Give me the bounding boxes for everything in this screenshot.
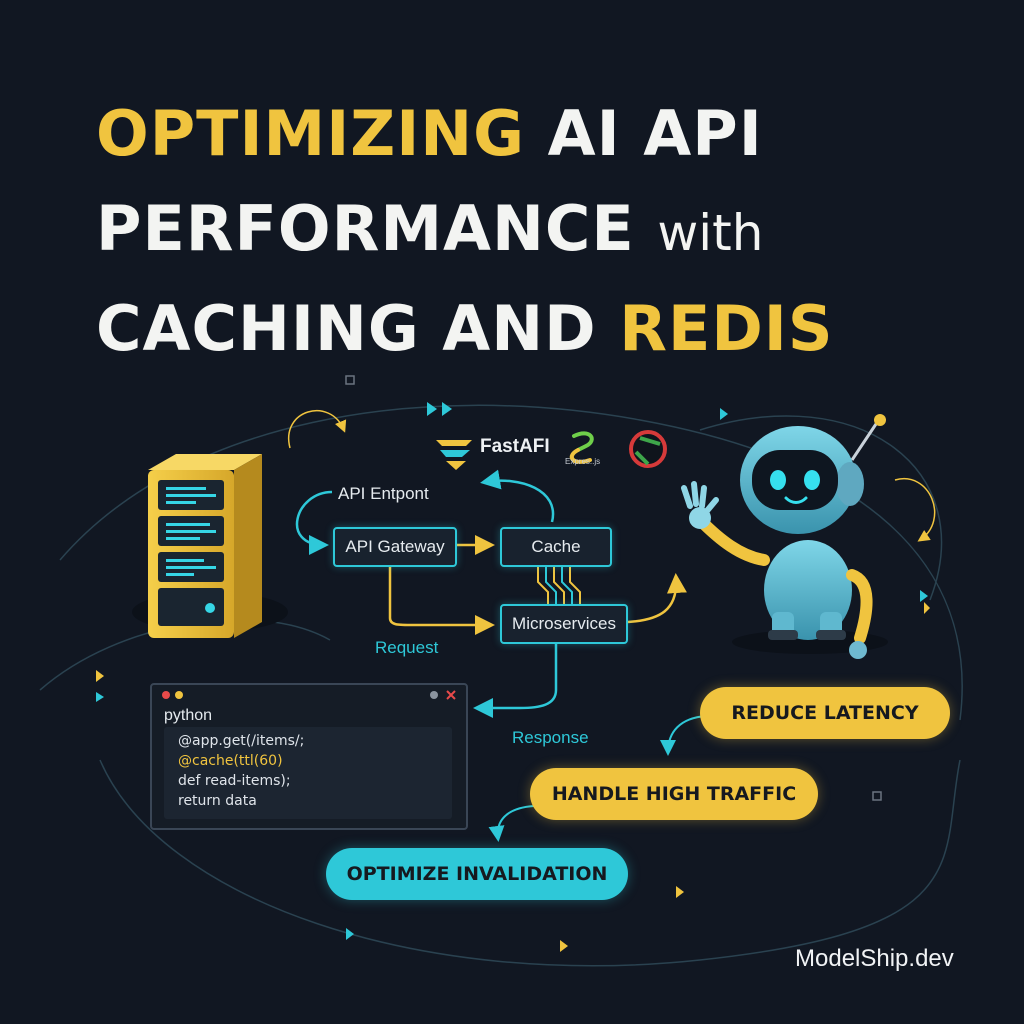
express-brand-label: Expres..js [565,457,601,466]
api-gateway-node: API Gateway [333,527,457,567]
redis-logo-icon [629,430,667,468]
api-endpoint-label: API Entpont [338,484,429,503]
title-text: PERFORMANCE [96,192,635,265]
robot-icon [681,414,888,659]
response-label: Response [512,728,589,747]
code-language-label: python [164,707,213,724]
reduce-latency-pill: REDUCE LATENCY [700,687,950,739]
request-label: Request [375,638,439,657]
code-line: return data [178,793,257,809]
pill-arrows [488,715,707,842]
window-dot-red [162,691,170,699]
code-line: @app.get(/items/; [178,733,305,749]
title-text-small: with [657,204,764,262]
page-title: OPTIMIZING AI API PERFORMANCE with CACHI… [96,86,996,376]
python-logo-icon [569,431,594,464]
server-icon [132,454,288,638]
handle-high-traffic-pill: HANDLE HIGH TRAFFIC [530,768,818,820]
decorative-shapes [96,375,930,952]
fastapi-brand-label: FastAFI [480,436,550,457]
code-line: @cache(ttl(60) [178,753,283,769]
title-highlight: REDIS [619,292,834,365]
window-dot-yellow [175,691,183,699]
cache-connector-lines [537,567,581,604]
title-text: CACHING AND [96,292,597,365]
code-window: python @app.get(/items/; @cache(ttl(60) … [150,683,468,830]
title-highlight: OPTIMIZING [96,97,526,170]
microservices-node: Microservices [500,604,628,644]
title-text: AI API [547,97,763,170]
code-block: @app.get(/items/; @cache(ttl(60) def rea… [164,727,452,819]
optimize-invalidation-pill: OPTIMIZE INVALIDATION [326,848,628,900]
loop-arrow [287,410,347,449]
code-line: def read-items); [178,773,291,789]
footer-brand: ModelShip.dev [795,945,954,972]
close-icon[interactable] [445,689,457,701]
loop-arrow [894,477,936,542]
window-dot-gray [430,691,438,699]
fastapi-logo-icon [436,440,472,470]
cache-node: Cache [500,527,612,567]
flow-arrows [295,469,687,718]
